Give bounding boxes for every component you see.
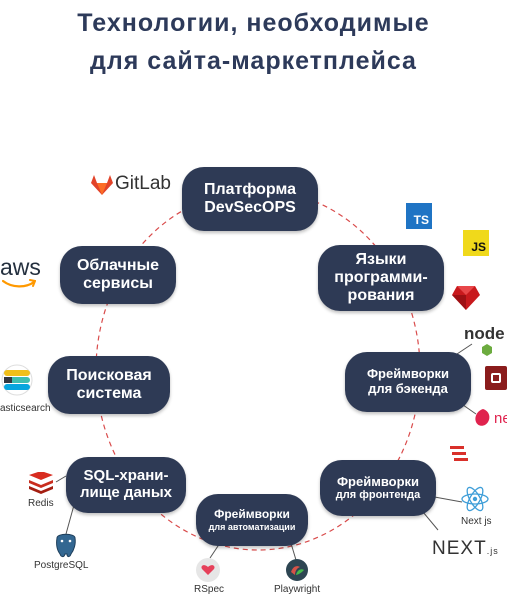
node-automation-line1: Фреймворки: [214, 507, 290, 522]
node-devsecops-line2: DevSecOPS: [204, 199, 296, 216]
node-automation-line2: для автоматизации: [208, 521, 296, 532]
ruby-icon: [452, 286, 480, 310]
postgresql-label: PostgreSQL: [34, 560, 89, 571]
rspec-icon: [196, 558, 220, 582]
nodejs-hex-icon: [482, 344, 492, 356]
node-languages-line3: рования: [347, 286, 415, 304]
node-sql-line2: лище даных: [80, 484, 172, 501]
node-languages: Языки программи- рования: [318, 245, 444, 311]
express-logo-icon: [450, 446, 468, 461]
node-languages-line2: программи-: [334, 269, 428, 287]
node-label: node: [464, 324, 505, 343]
javascript-label: JS: [471, 240, 486, 254]
gitlab-icon: [91, 175, 113, 195]
nestjs-label: ne: [494, 410, 507, 427]
rspec-heart-icon: [201, 565, 215, 575]
node-sql-line1: SQL-храни-: [83, 467, 169, 485]
connector-postgres: [65, 504, 75, 535]
nestjs-icon: [475, 409, 490, 426]
typescript-label: TS: [413, 213, 429, 227]
node-search: Поисковая система: [48, 356, 170, 414]
nextjs-label-main: NEXT: [432, 538, 487, 559]
node-automation: Фреймворки для автоматизации: [196, 494, 308, 546]
node-frontend: Фреймворки для фронтенда: [320, 460, 436, 516]
page-title-line-2: для сайта-маркетплейса: [90, 47, 417, 75]
node-search-line1: Поисковая: [66, 367, 152, 385]
node-devsecops: Платформа DevSecOPS: [182, 167, 318, 231]
node-cloud-line1: Облачные: [76, 257, 160, 275]
node-backend-line2: для бэкенда: [368, 381, 448, 396]
playwright-icon: [286, 559, 308, 581]
node-devsecops-line1: Платформа: [203, 181, 297, 199]
playwright-label: Playwright: [274, 584, 321, 595]
node-backend: Фреймворки для бэкенда: [345, 352, 471, 412]
node-cloud: Облачные сервисы: [60, 246, 176, 304]
react-icon: [461, 486, 489, 512]
typescript-icon: TS: [406, 203, 432, 229]
aws-smile-icon: [2, 279, 36, 288]
react-caption: Next js: [461, 516, 492, 527]
node-cloud-line2: сервисы: [83, 275, 153, 292]
elasticsearch-icon: [1, 364, 33, 396]
node-sql: SQL-храни- лище даных: [66, 457, 186, 513]
gitlab-label: GitLab: [115, 173, 171, 194]
javascript-icon: JS: [463, 230, 489, 256]
connector-redis: [55, 475, 67, 483]
node-frontend-line1: Фреймворки: [336, 473, 420, 489]
redis-icon: [29, 472, 53, 494]
aws-label: aws: [0, 254, 41, 280]
rspec-label: RSpec: [194, 584, 225, 595]
framework-logo-icon: [485, 366, 507, 390]
node-frontend-line2: для фронтенда: [335, 489, 421, 502]
nextjs-label: NEXT.js: [432, 538, 499, 560]
node-languages-line1: Языки: [355, 251, 407, 269]
node-search-line2: система: [76, 385, 142, 402]
node-backend-line1: Фреймворки: [366, 366, 450, 382]
nextjs-label-suffix: .js: [486, 546, 499, 556]
page-title-line-1: Технологии, необходимые: [77, 9, 430, 37]
postgresql-icon: [56, 533, 76, 558]
redis-label: Redis: [28, 498, 54, 509]
elasticsearch-label: asticsearch: [0, 403, 51, 414]
